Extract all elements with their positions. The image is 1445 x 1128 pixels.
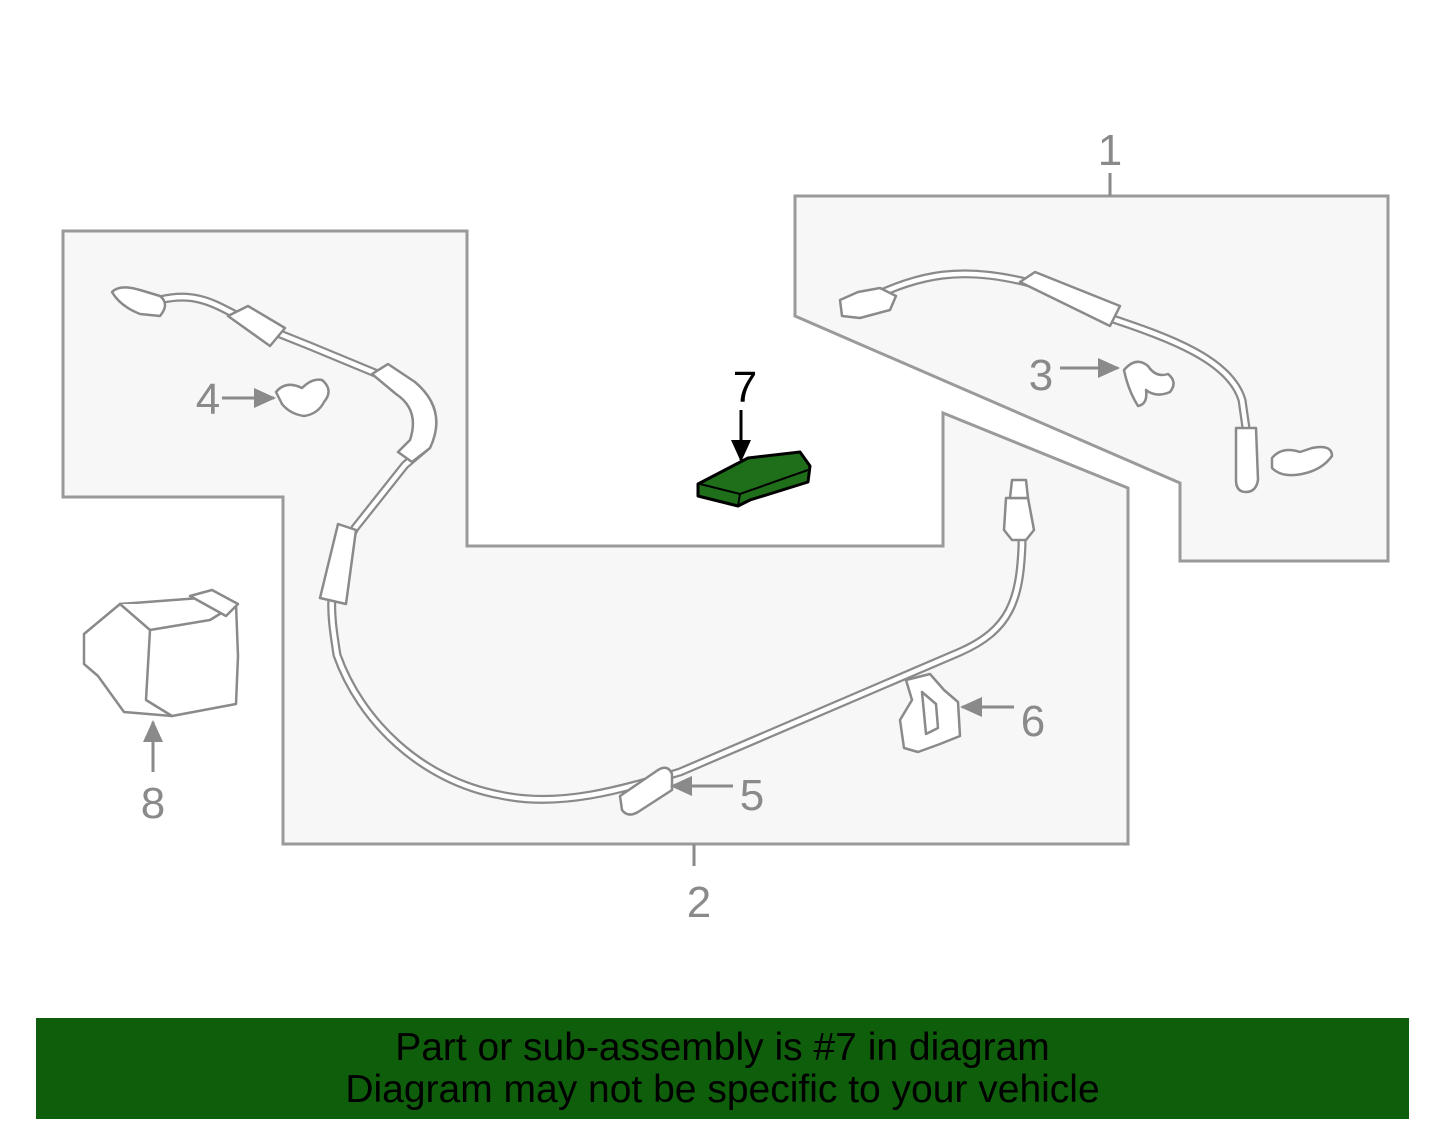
callout-6: 6 <box>1021 697 1045 746</box>
part-6-bracket <box>898 672 962 754</box>
callout-1: 1 <box>1098 126 1122 175</box>
cable-assembly-1 <box>838 269 1334 494</box>
parts-diagram: 1 2 3 4 5 6 7 8 <box>61 126 1390 927</box>
callout-8: 8 <box>141 779 165 828</box>
banner-line-1: Part or sub-assembly is #7 in diagram <box>395 1026 1050 1069</box>
part-4-clip <box>274 378 330 418</box>
part-7-highlighted <box>696 450 812 508</box>
cable-assembly-2 <box>110 286 1036 804</box>
part-8-lock-assembly <box>82 588 240 718</box>
callout-2: 2 <box>687 878 711 927</box>
callout-5: 5 <box>740 771 764 820</box>
info-banner: Part or sub-assembly is #7 in diagram Di… <box>36 1018 1409 1119</box>
callout-4: 4 <box>196 375 220 424</box>
part-3-clip <box>1122 360 1175 408</box>
callout-3: 3 <box>1029 351 1053 400</box>
banner-line-2: Diagram may not be specific to your vehi… <box>345 1068 1100 1111</box>
callout-7: 7 <box>733 363 757 412</box>
